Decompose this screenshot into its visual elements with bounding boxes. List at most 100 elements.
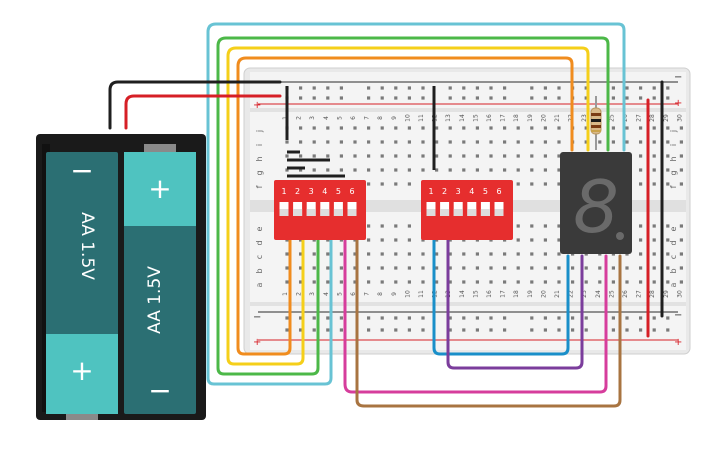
breadboard-hole: [435, 154, 439, 158]
column-label: 29: [663, 114, 670, 122]
breadboard-hole: [312, 86, 316, 90]
breadboard-hole: [312, 266, 316, 270]
breadboard-hole: [652, 168, 656, 172]
breadboard-hole: [448, 126, 452, 130]
breadboard-hole: [448, 266, 452, 270]
breadboard-hole: [407, 224, 411, 228]
breadboard-hole: [407, 126, 411, 130]
breadboard-hole: [367, 154, 371, 158]
breadboard-hole: [516, 280, 520, 284]
dip-pin-label: 2: [442, 187, 447, 196]
breadboard-hole: [299, 280, 303, 284]
breadboard-hole: [475, 168, 479, 172]
breadboard-hole: [326, 140, 330, 144]
breadboard-hole: [503, 86, 507, 90]
column-label: 28: [649, 290, 656, 298]
breadboard-hole: [367, 316, 371, 320]
breadboard-hole: [557, 154, 561, 158]
breadboard-hole: [503, 266, 507, 270]
breadboard-hole: [435, 266, 439, 270]
breadboard-hole: [421, 252, 425, 256]
breadboard-hole: [339, 328, 343, 332]
breadboard-hole: [666, 126, 670, 130]
breadboard-hole: [353, 154, 357, 158]
column-label: 30: [676, 114, 683, 122]
column-label: 23: [581, 290, 588, 298]
breadboard-hole: [516, 126, 520, 130]
breadboard-hole: [353, 280, 357, 284]
breadboard-hole: [380, 280, 384, 284]
breadboard-hole: [367, 328, 371, 332]
breadboard-hole: [530, 168, 534, 172]
breadboard-hole: [475, 252, 479, 256]
breadboard-hole: [448, 280, 452, 284]
column-label: 19: [527, 114, 534, 122]
column-label: 3: [309, 116, 316, 120]
row-label: a: [255, 282, 264, 287]
breadboard-hole: [557, 86, 561, 90]
breadboard-hole: [448, 328, 452, 332]
breadboard-hole: [475, 96, 479, 100]
dip-pin-label: 6: [349, 187, 354, 196]
breadboard-hole: [584, 316, 588, 320]
wire-blue: [432, 238, 570, 356]
column-label: 25: [608, 114, 615, 122]
breadboard-hole: [571, 328, 575, 332]
breadboard-hole: [530, 266, 534, 270]
breadboard-hole: [652, 280, 656, 284]
row-label: g: [255, 170, 264, 175]
breadboard-hole: [489, 252, 493, 256]
row-label: b: [255, 268, 264, 273]
column-label: 8: [377, 292, 384, 296]
breadboard-hole: [462, 168, 466, 172]
breadboard-hole: [394, 182, 398, 186]
board-jumpers: [285, 86, 436, 178]
breadboard-hole: [557, 316, 561, 320]
breadboard-hole: [530, 238, 534, 242]
breadboard-hole: [571, 266, 575, 270]
column-label: 3: [309, 292, 316, 296]
breadboard-hole: [367, 168, 371, 172]
wire-yellow: [226, 46, 590, 366]
breadboard-hole: [584, 328, 588, 332]
breadboard-hole: [666, 252, 670, 256]
breadboard-hole: [407, 252, 411, 256]
breadboard-hole: [448, 86, 452, 90]
breadboard-hole: [380, 182, 384, 186]
breadboard-hole: [394, 86, 398, 90]
breadboard-hole: [380, 96, 384, 100]
breadboard-hole: [543, 96, 547, 100]
row-label: e: [255, 226, 264, 231]
column-label: 6: [350, 116, 357, 120]
column-label: 17: [500, 114, 507, 122]
column-label: 8: [377, 116, 384, 120]
battery-cell-1: − AA 1.5V +: [46, 152, 118, 420]
breadboard-hole: [557, 182, 561, 186]
breadboard-hole: [367, 140, 371, 144]
breadboard-hole: [394, 154, 398, 158]
breadboard-hole: [557, 140, 561, 144]
breadboard-hole: [312, 168, 316, 172]
breadboard-hole: [543, 224, 547, 228]
dip-toggle-knob: [440, 209, 450, 216]
breadboard-hole: [557, 224, 561, 228]
breadboard-hole: [625, 316, 629, 320]
dip-toggle-knob: [453, 209, 463, 216]
dip-pin-label: 3: [309, 187, 314, 196]
breadboard-hole: [407, 140, 411, 144]
wires: [108, 22, 664, 408]
breadboard-hole: [611, 140, 615, 144]
breadboard-hole: [339, 126, 343, 130]
breadboard-hole: [448, 96, 452, 100]
column-label: 7: [364, 116, 371, 120]
breadboard-hole: [394, 140, 398, 144]
breadboard-hole: [380, 154, 384, 158]
breadboard-hole: [462, 96, 466, 100]
rail-minus-label-right: −: [674, 72, 682, 83]
breadboard-hole: [475, 328, 479, 332]
cell-1-label: AA 1.5V: [77, 212, 97, 280]
breadboard-hole: [312, 328, 316, 332]
breadboard-hole: [543, 182, 547, 186]
row-label: e: [669, 226, 678, 231]
